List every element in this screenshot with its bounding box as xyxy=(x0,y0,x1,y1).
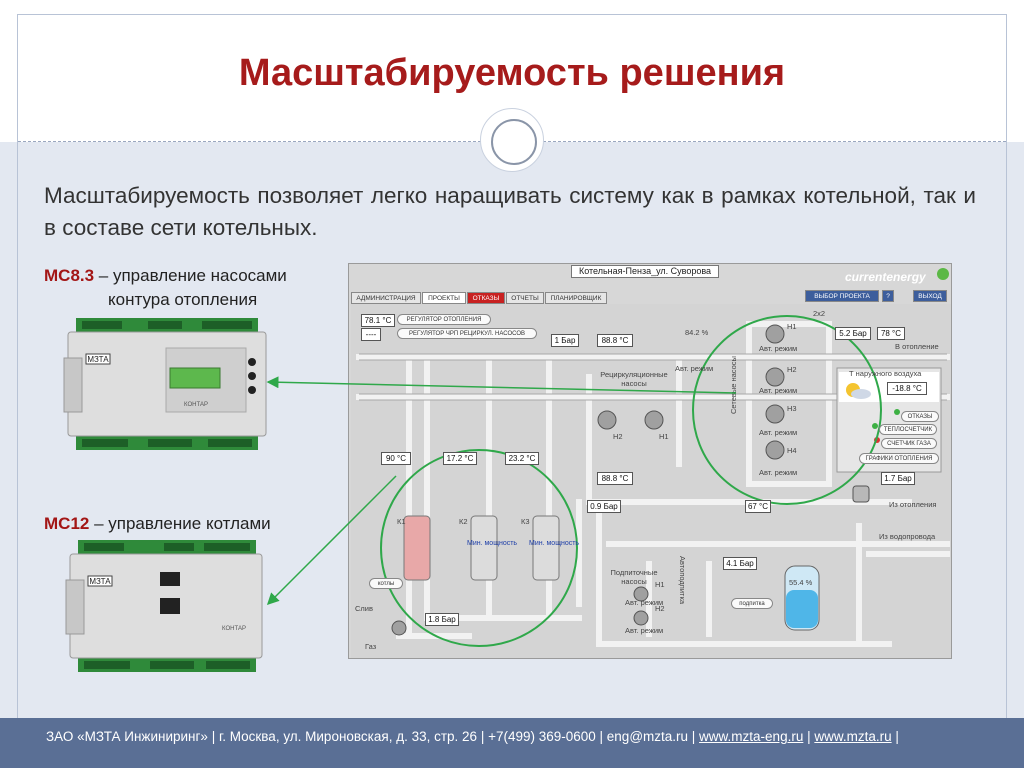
outdoor-temp: -18.8 °C xyxy=(887,382,927,395)
scada-pipes xyxy=(351,304,951,658)
footer-link-mzta-eng[interactable]: www.mzta-eng.ru xyxy=(699,729,804,744)
mc12-label: МС12 – управление котлами xyxy=(44,513,271,535)
pressure-17: 1.7 Бар xyxy=(881,472,915,485)
footer: ЗАО «МЗТА Инжиниринг» | г. Москва, ул. М… xyxy=(0,718,1024,768)
mc12-desc: – управление котлами xyxy=(89,514,271,533)
mc83-device-brand: МЗТА xyxy=(87,355,109,364)
mc12-device-image: МЗТА КОНТАР xyxy=(65,540,263,672)
boilers-button[interactable]: котлы xyxy=(369,578,403,589)
makeup-h2: Н2 xyxy=(655,604,665,613)
pressure-52: 5.2 Бар xyxy=(835,327,871,340)
avt-rezhim-m2: Авт. режим xyxy=(625,626,664,635)
drain-label: Слив xyxy=(355,604,373,613)
net-h4: Н4 xyxy=(787,446,797,455)
avt-rezhim-n3: Авт. режим xyxy=(759,428,798,437)
avt-rezhim-n2: Авт. режим xyxy=(759,386,798,395)
help-button[interactable]: ? xyxy=(882,290,894,302)
tab-faults[interactable]: ОТКАЗЫ xyxy=(467,292,505,304)
recirc-h1: Н1 xyxy=(659,432,669,441)
ring-icon xyxy=(480,108,544,172)
regulator-heating-button[interactable]: РЕГУЛЯТОР ОТОПЛЕНИЯ xyxy=(397,314,491,325)
select-project-button[interactable]: ВЫБОР ПРОЕКТА xyxy=(805,290,879,302)
boiler-k3: К3 xyxy=(521,517,530,526)
percent-842: 84.2 % xyxy=(685,328,709,337)
temp-232: 23.2 °C xyxy=(505,452,539,465)
temp-90: 90 °C xyxy=(381,452,411,465)
scheme-2x2: 2x2 xyxy=(813,309,826,318)
boiler-k2: К2 xyxy=(459,517,468,526)
heat-meter-button[interactable]: ТЕПЛОСЧЕТЧИК xyxy=(879,424,937,435)
mc83-device-image: МЗТА КОНТАР xyxy=(63,318,267,450)
net-h2: Н2 xyxy=(787,365,797,374)
temp-172: 17.2 °C xyxy=(443,452,477,465)
mc83-desc2: контура отопления xyxy=(108,290,258,309)
temp-78: 78 °C xyxy=(877,327,905,340)
tab-planner[interactable]: ПЛАНИРОВЩИК xyxy=(545,292,607,304)
scada-title: Котельная-Пенза_ул. Суворова xyxy=(571,265,719,278)
mc83-desc: – управление насосами xyxy=(94,266,287,285)
footer-end: | xyxy=(891,729,899,744)
tank-level: 55.4 % xyxy=(789,578,813,587)
mc83-device-model: КОНТАР xyxy=(184,402,208,408)
avt-rezhim-n1: Авт. режим xyxy=(759,344,798,353)
pressure-41: 4.1 Бар xyxy=(723,557,757,570)
avt-rezhim-m1: Авт. режим xyxy=(625,598,664,607)
logo-icon xyxy=(937,268,949,280)
recirc-h2: Н2 xyxy=(613,432,623,441)
net-h1: Н1 xyxy=(787,322,797,331)
footer-company: ЗАО «МЗТА Инжиниринг» | г. Москва, ул. М… xyxy=(46,729,700,744)
heating-graphs-button[interactable]: ГРАФИКИ ОТОПЛЕНИЯ xyxy=(859,453,939,464)
dash-value: ---- xyxy=(361,328,381,341)
faults-button[interactable]: ОТКАЗЫ xyxy=(901,411,939,422)
min-power-k2: Мин. мощность xyxy=(467,540,518,547)
slide-title: Масштабируемость решения xyxy=(238,52,786,94)
mc12-code: МС12 xyxy=(44,514,90,533)
mc12-device-brand: МЗТА xyxy=(89,577,111,586)
footer-link-mzta[interactable]: www.mzta.ru xyxy=(814,729,892,744)
net-h3: Н3 xyxy=(787,404,797,413)
lead-text: Масштабируемость позволяет легко наращив… xyxy=(44,183,976,240)
tab-admin[interactable]: АДМИНИСТРАЦИЯ xyxy=(351,292,421,304)
regulator-vfd-button[interactable]: РЕГУЛЯТОР ЧРП РЕЦИРКУЛ. НАСОСОВ xyxy=(397,328,537,339)
gas-label: Газ xyxy=(365,642,377,651)
avt-rezhim-1: Авт. режим xyxy=(675,364,714,373)
mc12-device-model: КОНТАР xyxy=(222,626,246,632)
recirc-pumps-label: Рециркуляционные насосы xyxy=(600,370,668,388)
avt-rezhim-n4: Авт. режим xyxy=(759,468,798,477)
makeup-pumps-label: Подпиточные насосы xyxy=(610,568,658,586)
footer-sep: | xyxy=(803,729,815,744)
gas-meter-button[interactable]: СЧЕТЧИК ГАЗА xyxy=(881,438,937,449)
current-energy-logo: currentenergy xyxy=(845,270,926,284)
temp-781: 78.1 °C xyxy=(361,314,395,327)
temp-67: 67 °C xyxy=(745,500,771,513)
exit-button[interactable]: ВЫХОД xyxy=(913,290,947,302)
pressure-09: 0.9 Бар xyxy=(587,500,621,513)
pressure-18: 1.8 Бар xyxy=(425,613,459,626)
mc83-label: МС8.3 – управление насосами xyxy=(44,265,287,287)
boiler-k1: К1 xyxy=(397,517,406,526)
temp-888b: 88.8 °C xyxy=(597,472,633,485)
mc83-code: МС8.3 xyxy=(44,266,95,285)
pressure-1bar: 1 Бар xyxy=(551,334,579,347)
outdoor-label: Т наружного воздуха xyxy=(849,369,922,378)
topup-button[interactable]: подпитка xyxy=(731,598,773,609)
scada-window: Котельная-Пенза_ул. Суворова currentener… xyxy=(348,263,952,659)
temp-888a: 88.8 °C xyxy=(597,334,633,347)
makeup-h1: Н1 xyxy=(655,580,665,589)
min-power-k3: Мин. мощность xyxy=(529,540,580,547)
tab-reports[interactable]: ОТЧЕТЫ xyxy=(506,292,544,304)
from-heating-label: Из отопления xyxy=(889,500,937,509)
from-water-label: Из водопровода xyxy=(879,532,936,541)
tab-projects[interactable]: ПРОЕКТЫ xyxy=(422,292,466,304)
to-heating-label: В отопление xyxy=(895,342,939,351)
